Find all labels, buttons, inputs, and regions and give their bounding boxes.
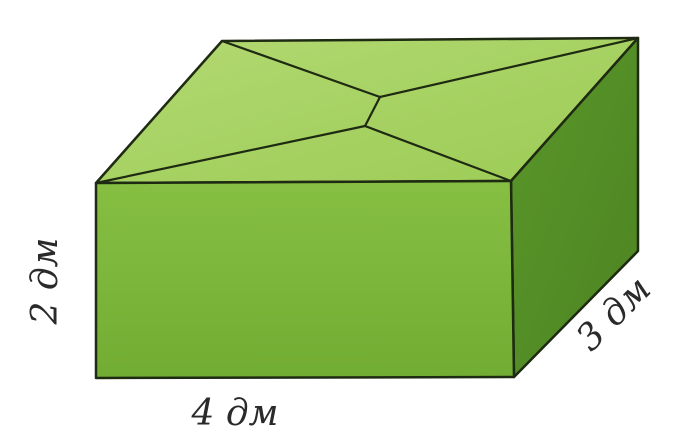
fold-line-bottom-right	[363, 124, 513, 183]
fold-line-center	[363, 95, 382, 128]
fold-line-top-left	[220, 39, 382, 99]
height-label: 2 дм	[25, 237, 66, 325]
fold-line-bottom-left	[94, 124, 367, 185]
width-label: 4 дм	[190, 393, 278, 434]
box-front-face	[94, 179, 516, 380]
top-fold-lines	[94, 36, 640, 185]
fold-line-top-right	[378, 36, 640, 99]
